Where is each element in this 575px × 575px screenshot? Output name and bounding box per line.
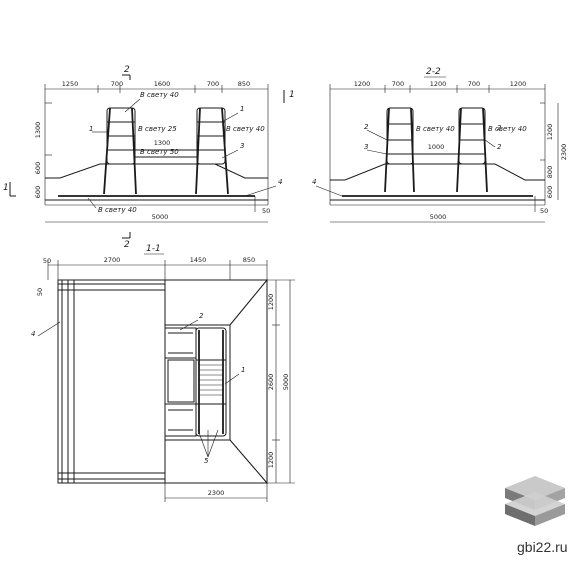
r-callout-2-left: 2 [364,123,369,131]
section-title-1-1: 1-1 [146,244,161,254]
dim-top-4: 700 [207,80,219,88]
plan: 1-1 50 2700 1450 850 50 [31,244,295,502]
callout-1-right: 1 [240,105,244,113]
r-dim-right-1: 1200 [546,124,554,141]
r-callout-4: 4 [312,178,316,186]
callout-3: 3 [240,142,244,150]
section-mark-2-top: 2 [124,65,130,75]
r-dim-right-2: 2300 [560,144,568,161]
r-dim-top-1: 1200 [354,80,371,88]
watermark-text: gbi22.ru [517,539,568,555]
r-dim-50: 50 [540,207,548,215]
overall-5000: 5000 [152,213,169,221]
section-mark-1-left: 1 [3,183,9,193]
p-callout-2: 2 [199,312,204,320]
note-lower: В свету 50 [140,148,179,156]
r-dim-top-4: 700 [468,80,480,88]
note-top: В свету 40 [140,91,179,99]
section-title-2-2: 2-2 [426,67,441,77]
note-mid-left: В свету 25 [138,125,177,133]
r-note: В свету 40 [416,125,455,133]
p-dim-left-50: 50 [36,288,44,296]
p-dim-right-total: 5000 [282,374,290,391]
r-note-2: В свету 40 [488,125,527,133]
p-callout-1: 1 [241,366,245,374]
p-dim-right-2: 2600 [267,374,275,391]
elevation-left: 1250 700 1600 700 850 2 1 1 1300 600 600 [3,65,295,250]
p-dim-right-3: 1200 [267,452,275,469]
r-dim-top-5: 1200 [510,80,527,88]
note-right: В свету 40 [226,125,265,133]
dim-50: 50 [262,207,270,215]
r-callout-2-right: 2 [497,124,502,132]
watermark-logo [505,476,565,526]
r-callout-2-right-lower: 2 [497,143,502,151]
r-inner-1000: 1000 [428,143,445,151]
note-bottom: В свету 40 [98,206,137,214]
r-dim-top-3: 1200 [430,80,447,88]
dim-top-2: 700 [111,80,123,88]
r-callout-3: 3 [364,143,368,151]
p-dim-top-2700: 2700 [104,256,121,264]
section-mark-1-right: 1 [289,90,295,100]
callout-4: 4 [278,178,282,186]
p-dim-top-1450: 1450 [190,256,207,264]
dim-left-2: 600 [34,162,42,174]
dim-left-1: 1300 [34,122,42,139]
p-dim-bottom: 2300 [208,489,225,497]
r-dim-top-2: 700 [392,80,404,88]
callout-1-left: 1 [89,125,93,133]
r-dim-right-4: 600 [546,186,554,198]
dim-left-3: 600 [34,186,42,198]
dim-top-1: 1250 [62,80,79,88]
r-overall-5000: 5000 [430,213,447,221]
p-callout-4: 4 [31,330,35,338]
r-dim-right-3: 800 [546,166,554,178]
elevation-right: 2-2 1200 700 1200 700 1200 1200 2300 800… [312,67,568,223]
p-dim-top-50: 50 [43,257,51,265]
dim-top-5: 850 [238,80,250,88]
p-dim-top-850: 850 [243,256,255,264]
p-dim-right-1: 1200 [267,294,275,311]
section-mark-2-bottom: 2 [124,240,130,250]
dim-top-3: 1600 [154,80,171,88]
p-callout-5: 5 [204,457,209,465]
span-1300: 1300 [154,139,171,147]
plan-stirrups-right [199,364,223,396]
